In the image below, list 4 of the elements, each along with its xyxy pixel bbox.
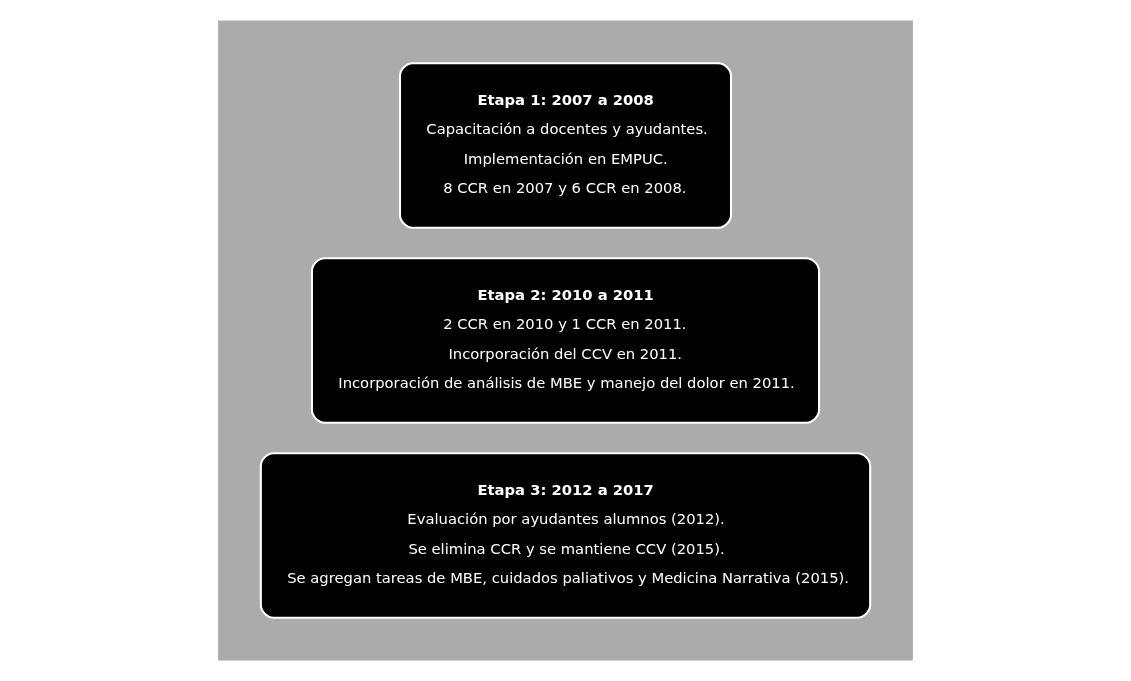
node-box: Etapa 1: 2007 a 2008 Capacitación a docentes y ayudantes. Implementación en EMPUC. 8 CCR en 2007 y 6 CCR en 2008.	[398, 62, 733, 229]
node-box: Etapa 2: 2010 a 2011 2 CCR en 2010 y 1 CCR en 2011. Incorporación del CCV en 2011. Incorporación de análisis de MBE y manejo del dolor en 2011.	[310, 257, 821, 424]
node-box: Etapa 3: 2012 a 2017 Evaluación por ayudantes alumnos (2012). Se elimina CCR y se mantiene CCV (2015). Se agregan tareas de MBE, cuidados paliativos y Medicina Narrativa (2015).	[259, 452, 872, 619]
cluster	[218, 20, 913, 661]
